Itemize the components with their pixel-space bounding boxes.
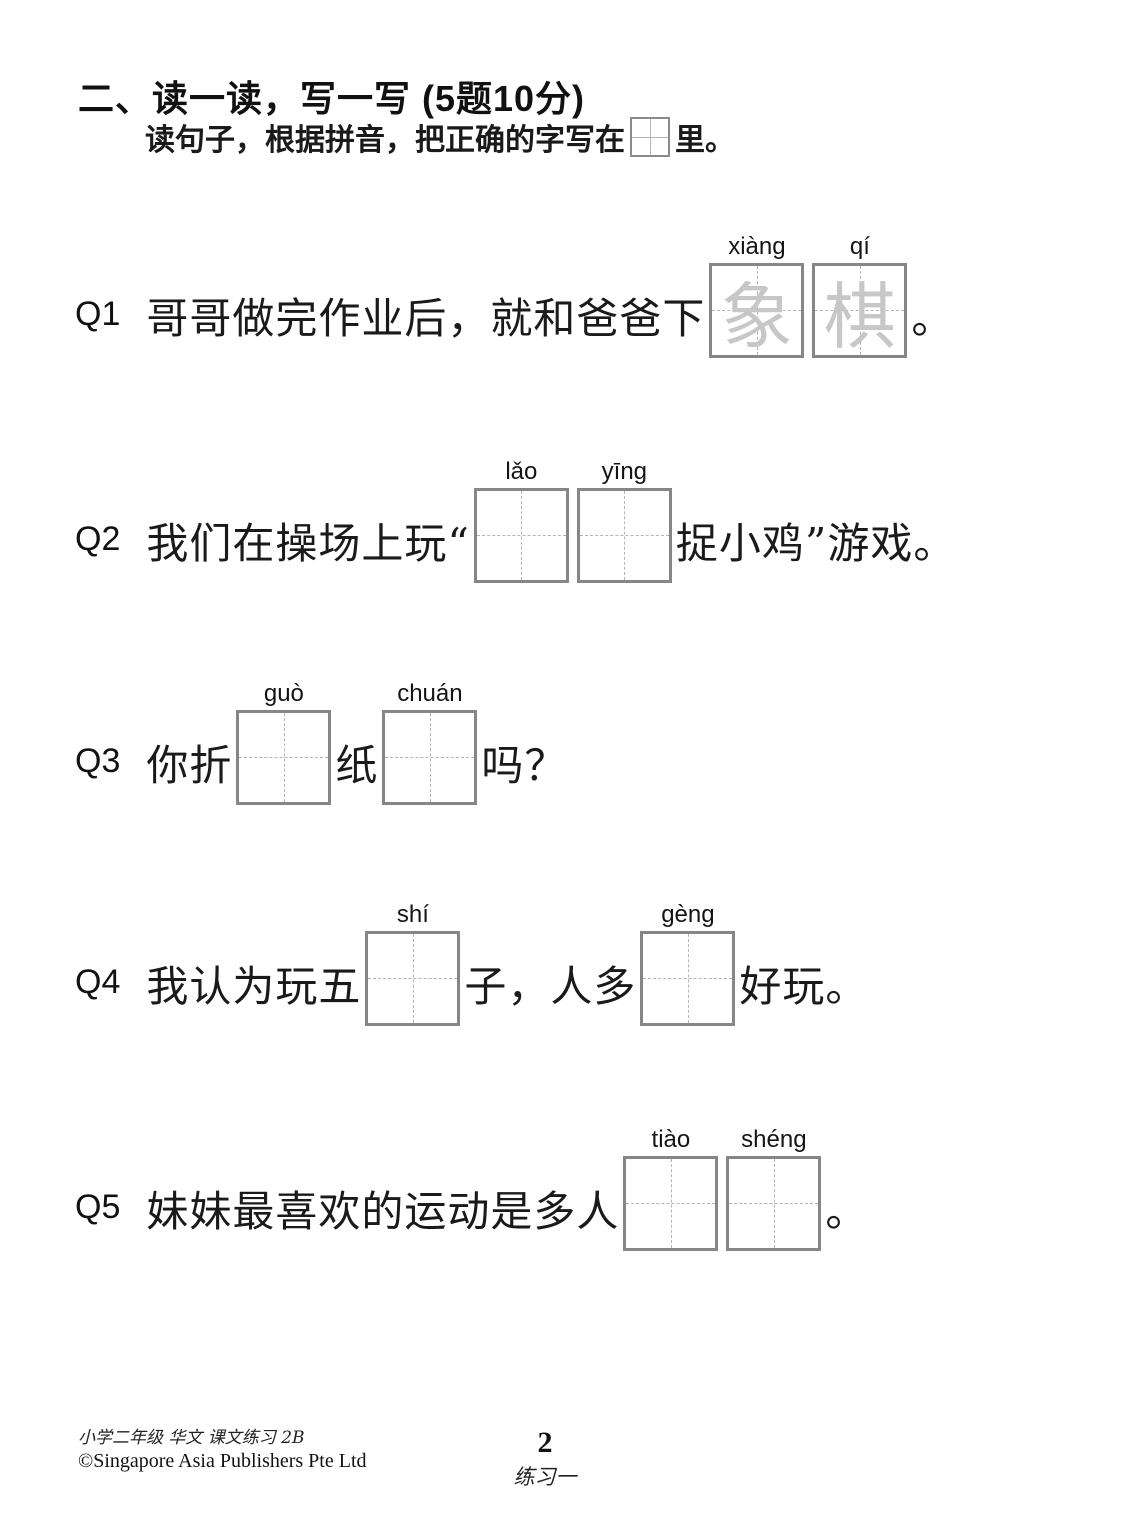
section-title: 二、读一读，写一写 (5题10分): [78, 78, 586, 119]
pinyin-label: lǎo: [505, 457, 538, 485]
question-text-post: 。: [911, 293, 955, 343]
instructions-text-pre: 读句子，根据拼音，把正确的字写在: [145, 123, 625, 158]
footer-book-title: 小学二年级 华文 课文练习 2B: [78, 1428, 305, 1448]
answer-box-q2-2[interactable]: yīng: [576, 459, 672, 583]
question-text-pre: 妹妹最喜欢的运动是多人: [146, 1186, 620, 1236]
question-number: Q4: [75, 962, 121, 1001]
pinyin-label: qí: [849, 232, 870, 260]
question-text-pre: 我认为玩五: [146, 961, 362, 1011]
question-row-q3: Q3 你折 guò 纸 chuán 吗？: [75, 681, 568, 805]
question-text-mid: 纸: [335, 740, 379, 790]
question-row-q2: Q2 我们在操场上玩“ lǎo yīng 捉小鸡”游戏。: [75, 459, 957, 583]
question-text-post: 。: [825, 1186, 869, 1236]
question-row-q4: Q4 我认为玩五 shí 子，人多 gèng 好玩。: [75, 902, 869, 1026]
answer-box-q5-2[interactable]: shéng: [726, 1127, 822, 1251]
question-number: Q2: [75, 519, 121, 558]
question-text-pre: 我们在操场上玩“: [146, 518, 470, 568]
pinyin-label: gèng: [661, 900, 715, 928]
pinyin-label: tiào: [651, 1125, 691, 1153]
pinyin-label: xiàng: [728, 232, 786, 260]
question-text-mid: 子，人多: [464, 961, 637, 1011]
exercise-label: 练习一: [513, 1465, 577, 1489]
ghost-answer-character: 棋: [823, 274, 896, 359]
answer-box-q4-1[interactable]: shí: [365, 902, 461, 1026]
footer-page-block: 2 练习一: [495, 1426, 595, 1491]
question-row-q5: Q5 妹妹最喜欢的运动是多人 tiào shéng 。: [75, 1127, 869, 1251]
question-text-pre: 哥哥做完作业后，就和爸爸下: [146, 293, 706, 343]
footer-copyright: ©Singapore Asia Publishers Pte Ltd: [78, 1450, 367, 1473]
question-text-post: 吗？: [481, 740, 568, 790]
question-text-pre: 你折: [146, 740, 233, 790]
instructions-line: 读句子，根据拼音，把正确的字写在 里。: [145, 112, 735, 162]
question-text-post: 捉小鸡”游戏。: [675, 518, 957, 568]
footer-publisher-block: 小学二年级 华文 课文练习 2B ©Singapore Asia Publish…: [78, 1428, 367, 1474]
example-grid-box-icon: [630, 117, 670, 157]
question-number: Q1: [75, 294, 121, 333]
question-text-post: 好玩。: [739, 961, 869, 1011]
answer-box-q3-1[interactable]: guò: [236, 681, 332, 805]
page-number: 2: [537, 1426, 553, 1459]
answer-box-q1-2[interactable]: qí 棋: [812, 234, 908, 359]
question-number: Q3: [75, 741, 121, 780]
instructions-text-post: 里。: [675, 123, 735, 158]
question-number: Q5: [75, 1187, 121, 1226]
answer-box-q1-1[interactable]: xiàng 象: [709, 234, 805, 359]
question-row-q1: Q1 哥哥做完作业后，就和爸爸下 xiàng 象 qí 棋 。: [75, 234, 955, 359]
answer-box-q3-2[interactable]: chuán: [382, 681, 478, 805]
pinyin-label: guò: [263, 679, 304, 707]
pinyin-label: chuán: [397, 679, 463, 707]
answer-box-q4-2[interactable]: gèng: [640, 902, 736, 1026]
ghost-answer-character: 象: [720, 274, 793, 359]
pinyin-label: shéng: [741, 1125, 807, 1153]
answer-box-q2-1[interactable]: lǎo: [473, 459, 569, 583]
answer-box-q5-1[interactable]: tiào: [623, 1127, 719, 1251]
pinyin-label: shí: [396, 900, 429, 928]
pinyin-label: yīng: [601, 457, 648, 485]
